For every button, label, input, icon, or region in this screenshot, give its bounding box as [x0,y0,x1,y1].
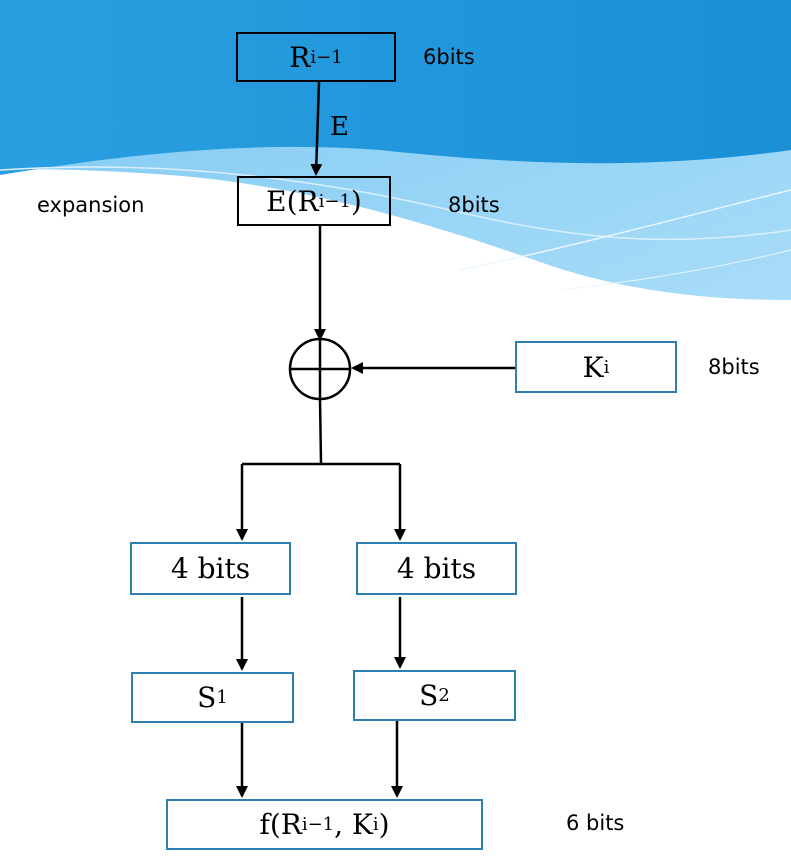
f-out-sub2: i [372,814,379,835]
k-i-main: K [582,350,604,384]
arrow-r-to-e [310,81,323,176]
s1-sub: 1 [216,687,228,708]
s1-main: S [197,681,217,714]
r-prev-main: R [289,40,311,74]
line-xor-down [318,398,323,464]
f-out-pre: f(R [259,808,302,841]
left-half-label: 4 bits [170,552,251,585]
f-bits-label: 6 bits [566,811,625,835]
expansion-label: expansion [37,193,145,217]
xor-icon [288,337,352,401]
r-prev-sub: i−1 [310,46,343,68]
left-half-box: 4 bits [130,542,291,595]
e-bits-label: 8bits [448,193,500,217]
e-arrow-label: E [330,112,349,142]
f-out-mid: , K [334,808,373,841]
f-out-post: ) [378,808,390,841]
e-r-prev-sub: i−1 [318,190,351,212]
s2-main: S [419,679,439,712]
e-r-prev-pre: E(R [266,184,319,218]
right-half-label: 4 bits [396,552,477,585]
f-out-sub1: i−1 [301,814,335,835]
k-bits-label: 8bits [708,355,760,379]
e-r-prev-post: ) [350,184,362,218]
s2-sub: 2 [438,685,450,706]
right-half-box: 4 bits [356,542,517,595]
r-bits-label: 6bits [423,45,475,69]
k-i-sub: i [603,356,610,378]
